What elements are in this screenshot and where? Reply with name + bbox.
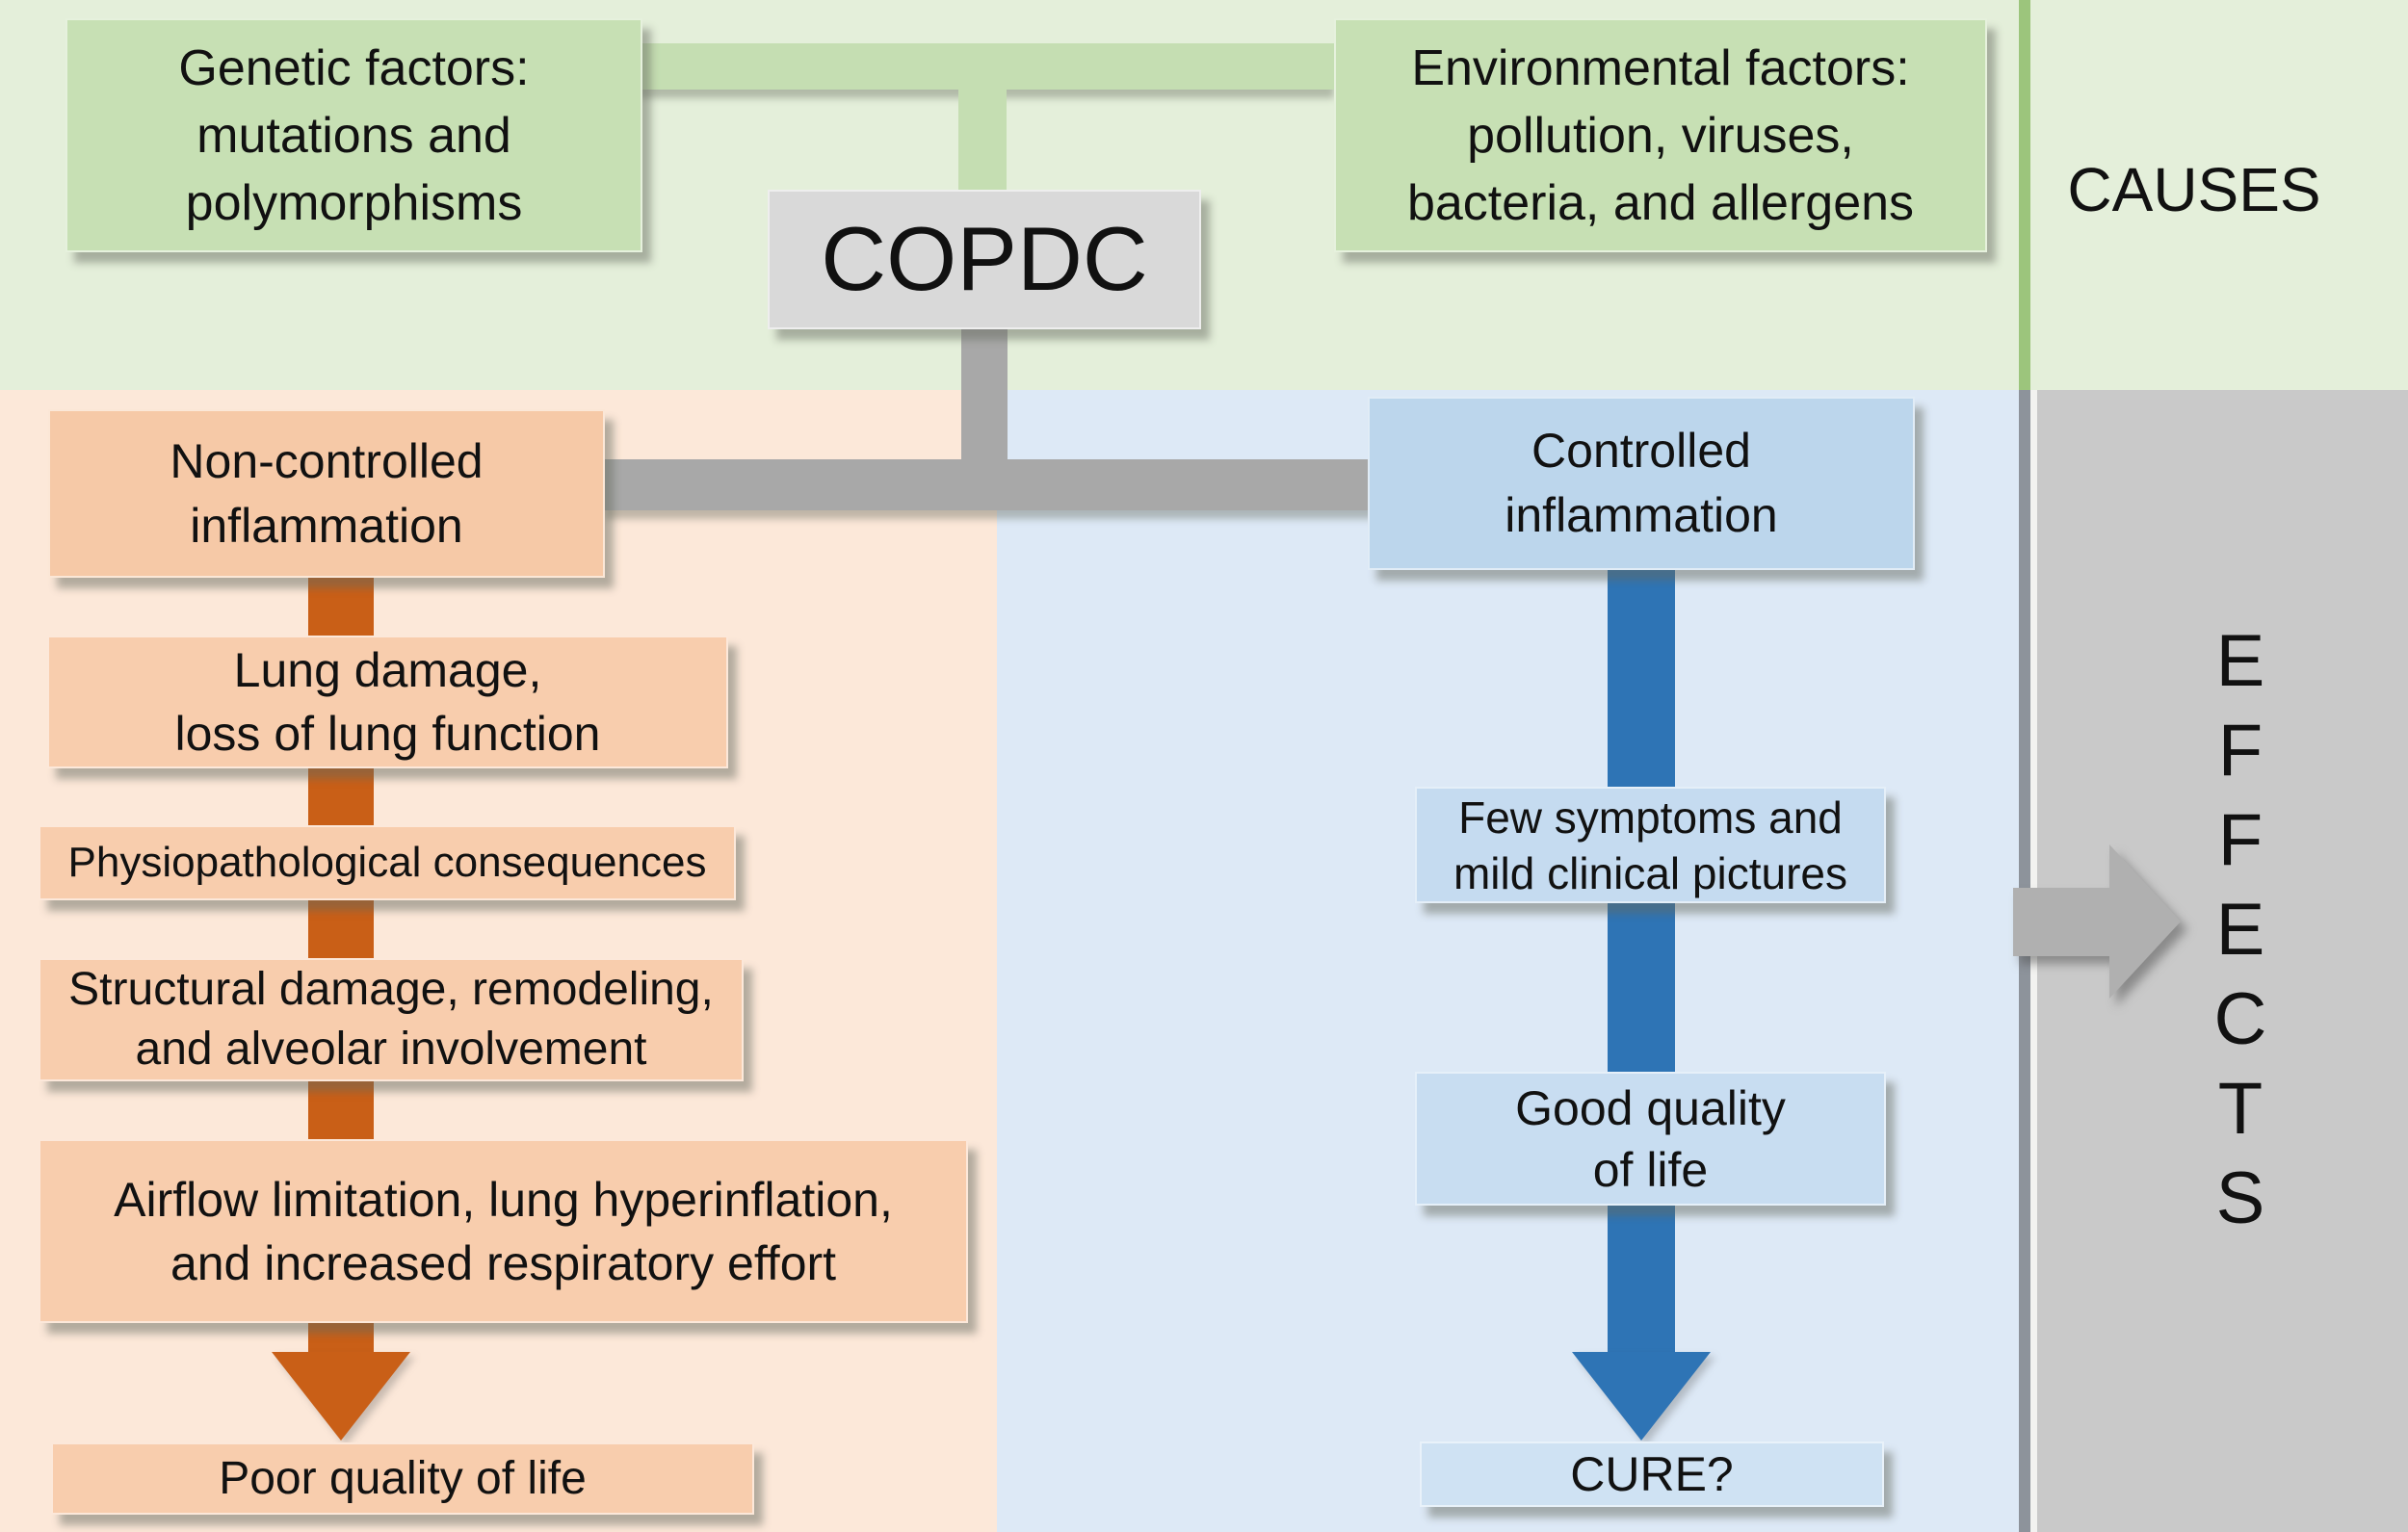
good-quality-of-life-box: Good quality of life	[1415, 1072, 1886, 1206]
physiopathological-consequences-box: Physiopathological consequences	[39, 825, 736, 900]
copdc-box: COPDC	[768, 190, 1201, 329]
effects-letter: S	[2215, 1157, 2265, 1239]
copdc-down-connector	[961, 327, 1008, 459]
lung-damage-box: Lung damage, loss of lung function	[47, 636, 728, 768]
genetic-factors-box: Genetic factors: mutations and polymorph…	[65, 18, 642, 252]
effects-arrow-icon	[2013, 844, 2181, 999]
effects-letter: C	[2213, 978, 2267, 1060]
effects-panel-divider-line	[2019, 390, 2030, 1532]
effects-letter: E	[2215, 889, 2265, 971]
effects-panel-background	[2030, 390, 2408, 1532]
effects-arrowhead	[2109, 844, 2181, 999]
cure-box: CURE?	[1420, 1441, 1884, 1507]
few-symptoms-box: Few symptoms and mild clinical pictures	[1415, 787, 1886, 903]
controlled-inflammation-box: Controlled inflammation	[1368, 397, 1915, 570]
causes-panel-divider-line	[2019, 0, 2030, 390]
inflammation-horizontal-connector	[605, 459, 1379, 510]
blue-flow-arrowhead-icon	[1572, 1352, 1711, 1441]
causes-horizontal-connector	[639, 43, 1334, 90]
controlled-background-region	[997, 390, 2023, 1532]
environmental-factors-box: Environmental factors: pollution, viruse…	[1334, 18, 1987, 252]
non-controlled-inflammation-box: Non-controlled inflammation	[48, 409, 605, 578]
airflow-limitation-box: Airflow limitation, lung hyperinflation,…	[39, 1139, 968, 1323]
effects-letter: F	[2217, 710, 2264, 792]
structural-damage-box: Structural damage, remodeling, and alveo…	[39, 958, 744, 1081]
effects-panel-highlight-edge	[2030, 390, 2037, 1532]
blue-flow-arrow-shaft	[1608, 568, 1675, 1353]
effects-label: E F F E C T S	[2204, 616, 2277, 1243]
poor-quality-of-life-box: Poor quality of life	[51, 1442, 754, 1515]
effects-letter: E	[2215, 620, 2265, 702]
effects-letter: F	[2217, 799, 2264, 881]
effects-arrow-shaft	[2013, 888, 2109, 956]
effects-letter: T	[2217, 1068, 2264, 1150]
orange-flow-arrowhead-icon	[272, 1352, 410, 1441]
causes-to-copdc-connector	[958, 90, 1007, 190]
causes-label: CAUSES	[2067, 155, 2321, 224]
